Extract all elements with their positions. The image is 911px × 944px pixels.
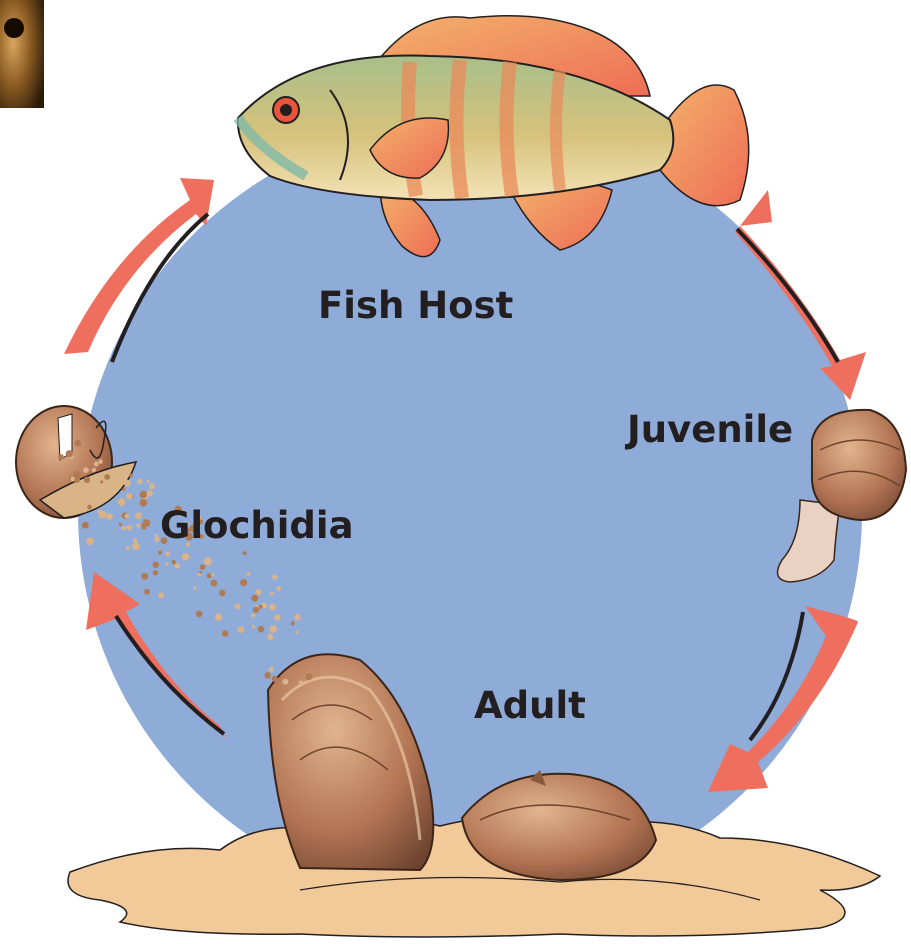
glochidia-particle: [122, 488, 125, 491]
glochidia-particle: [215, 613, 222, 620]
glochidia-particle: [269, 667, 274, 672]
glochidia-particle: [251, 613, 255, 617]
glochidia-particle: [154, 536, 159, 541]
glochidia-particle: [143, 519, 151, 527]
stage-label-fish-host: Fish Host: [318, 284, 513, 327]
glochidia-particle: [58, 454, 64, 460]
glochidia-particle: [83, 467, 89, 473]
glochidia-particle: [158, 551, 162, 555]
glochidia-particle: [204, 557, 212, 565]
glochidia-particle: [264, 672, 270, 678]
glochidia-particle: [276, 586, 281, 591]
glochidia-particle: [133, 538, 137, 542]
photo-thumbnail: [0, 0, 44, 108]
glochidia-particle: [246, 572, 250, 576]
glochidia-particle: [152, 562, 159, 569]
glochidia-particle: [140, 491, 148, 499]
glochidia-particle: [153, 570, 158, 575]
glochidia-particle: [272, 676, 278, 682]
glochidia-particle: [106, 513, 113, 520]
glochidia-particle: [267, 634, 273, 640]
glochidia-particle: [237, 626, 244, 633]
glochidia-particle: [172, 560, 176, 564]
glochidia-particle: [125, 514, 130, 519]
glochidia-particle: [243, 551, 247, 555]
glochidia-particle: [82, 522, 89, 529]
glochidia-particle: [135, 512, 142, 519]
glochidia-particle: [269, 625, 277, 633]
glochidia-particle: [147, 480, 150, 483]
glochidia-particle: [272, 574, 277, 579]
glochidia-particle: [299, 681, 303, 685]
glochidia-particle: [165, 562, 169, 566]
glochidia-particle: [183, 555, 188, 560]
glochidia-particle: [196, 611, 203, 618]
glochidia-particle: [140, 499, 148, 507]
glochidia-particle: [255, 589, 261, 595]
glochidia-particle: [119, 523, 122, 526]
glochidia-particle: [84, 477, 90, 483]
glochidia-particle: [132, 542, 140, 550]
glochidia-particle: [75, 477, 81, 483]
glochidia-particle: [306, 673, 313, 680]
glochidia-particle: [253, 607, 259, 613]
glochidia-particle: [136, 523, 140, 527]
glochidia-particle: [211, 573, 214, 576]
stage-label-glochidia: Glochidia: [160, 504, 354, 547]
glochidia-particle: [269, 604, 276, 611]
glochidia-particle: [129, 474, 133, 478]
glochidia-particle: [291, 621, 295, 625]
glochidia-particle: [74, 440, 81, 447]
glochidia-particle: [86, 537, 94, 545]
glochidia-particle: [174, 563, 180, 569]
glochidia-particle: [219, 590, 226, 597]
glochidia-particle: [94, 462, 99, 467]
glochidia-particle: [137, 479, 143, 485]
glochidia-particle: [98, 459, 103, 464]
glochidia-particle: [124, 480, 131, 487]
glochidia-particle: [141, 573, 148, 580]
glochidia-particle: [83, 509, 86, 512]
glochidia-particle: [259, 605, 263, 609]
glochidia-particle: [222, 630, 229, 637]
glochidia-particle: [295, 631, 298, 634]
glochidia-particle: [235, 603, 241, 609]
glochidia-particle: [147, 490, 153, 496]
glochidia-particle: [99, 511, 107, 519]
glochidia-particle: [200, 564, 206, 570]
glochidia-particle: [100, 480, 103, 483]
glochidia-particle: [207, 573, 212, 578]
glochidia-particle: [270, 592, 274, 596]
glochidia-particle: [274, 614, 281, 621]
glochidia-particle: [193, 586, 196, 589]
glochidia-particle: [126, 493, 133, 500]
glochidia-particle: [104, 474, 110, 480]
glochidia-particle: [122, 526, 126, 530]
glochidia-particle: [211, 580, 218, 587]
stage-label-adult: Adult: [474, 684, 586, 727]
stage-label-juvenile: Juvenile: [624, 408, 793, 451]
glochidia-particle: [240, 579, 247, 586]
glochidia-particle: [251, 595, 258, 602]
glochidia-particle: [144, 589, 150, 595]
glochidia-particle: [126, 546, 130, 550]
glochidia-particle: [118, 498, 126, 506]
glochidia-particle: [149, 483, 155, 489]
glochidia-particle: [158, 592, 164, 598]
glochidia-particle: [87, 505, 92, 510]
glochidia-particle: [166, 552, 171, 557]
glochidia-particle: [282, 679, 288, 685]
glochidia-particle: [66, 450, 73, 457]
glochidia-particle: [198, 573, 202, 577]
glochidia-particle: [126, 525, 132, 531]
glochidia-particle: [258, 626, 265, 633]
glochidia-particle: [92, 468, 96, 472]
glochidia-particle: [252, 625, 255, 628]
glochidia-particle: [294, 614, 300, 620]
